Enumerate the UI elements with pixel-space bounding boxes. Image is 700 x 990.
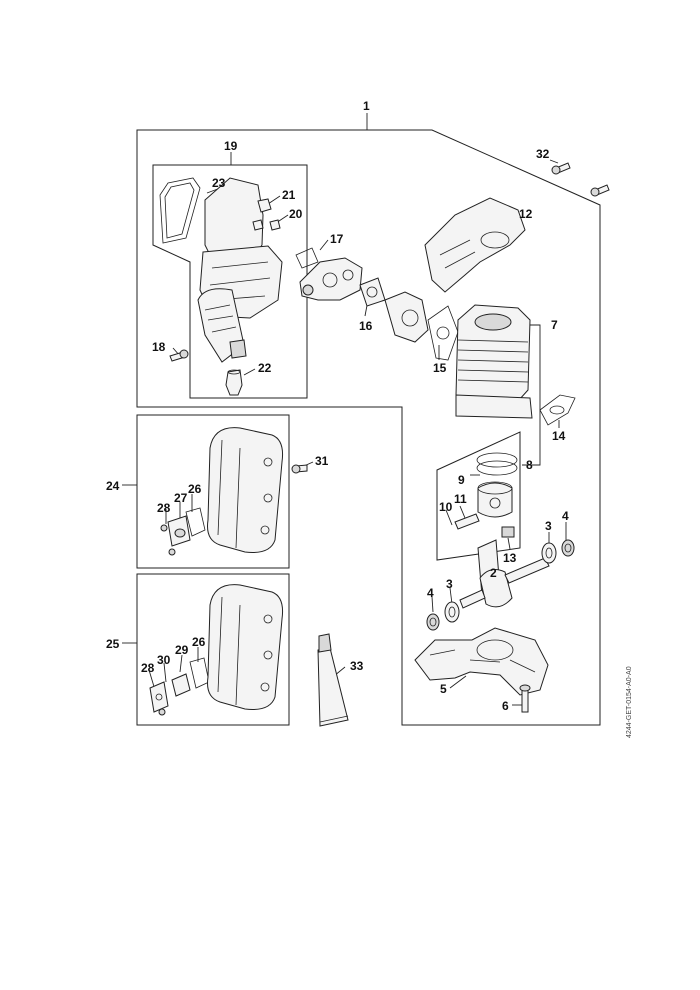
label-6: 6 [502,699,509,713]
muffler-24 [207,427,283,553]
carburetor [295,247,363,301]
air-filter-gasket [159,177,201,244]
air-filter-group-frame [152,164,308,399]
label-5: 5 [440,682,447,696]
gasket-26a [185,507,206,537]
label-26a: 26 [188,482,202,496]
bearing-3b [444,601,460,623]
air-filter-housing [197,177,283,363]
label-11: 11 [454,492,467,506]
screw-31 [291,464,308,474]
label-9: 9 [458,473,465,487]
cylinder [455,304,533,419]
label-24: 24 [106,479,120,493]
label-15: 15 [433,361,447,375]
label-29: 29 [175,643,189,657]
label-4a: 4 [562,509,569,523]
label-25: 25 [106,637,120,651]
piston [477,481,513,518]
part-labels: 1 19 23 21 20 17 18 22 16 15 12 7 14 8 9… [106,99,569,713]
label-8: 8 [526,458,533,472]
label-28a: 28 [157,501,171,515]
label-3a: 3 [545,519,552,533]
label-16: 16 [359,319,373,333]
screw-18 [169,349,189,362]
lubricant-tube [317,633,349,727]
screw-32 [551,162,610,197]
label-22: 22 [258,361,272,375]
label-4b: 4 [427,586,434,600]
cylinder-shroud [424,197,526,293]
label-17: 17 [330,232,344,246]
part-29 [171,673,191,697]
document-reference: 4244-GET-0154-A0-A0 [626,666,633,738]
plug-20 [252,219,281,231]
seal-4b [426,613,440,631]
muffler-group-frame-25 [136,573,290,726]
needle-cage [501,526,515,538]
label-12: 12 [519,207,533,221]
label-31: 31 [315,454,329,468]
valve-22 [225,369,243,396]
piston-rings [476,452,518,476]
screw-28a [160,524,176,556]
label-21: 21 [282,188,296,202]
screw-6 [519,684,531,713]
label-10: 10 [439,500,453,514]
label-23: 23 [212,176,226,190]
label-20: 20 [289,207,303,221]
label-13: 13 [503,551,517,565]
muffler-group-frame-24 [136,414,290,569]
gasket-14 [539,394,576,426]
piston-pin [454,513,480,530]
crankshaft [459,539,550,609]
gasket-26b [189,657,210,689]
label-19: 19 [224,139,238,153]
label-32: 32 [536,147,550,161]
label-30: 30 [157,653,171,667]
label-14: 14 [552,429,566,443]
seal-4a [561,539,575,557]
crankcase [414,627,549,696]
label-27: 27 [174,491,188,505]
main-assembly-frame [136,129,601,726]
spark-arrestor-27 [167,515,191,547]
gasket-15 [427,305,459,361]
intake-flange [359,277,429,343]
part-30 [149,681,169,713]
plug-21 [257,198,272,213]
label-18: 18 [152,340,166,354]
label-33: 33 [350,659,364,673]
label-26b: 26 [192,635,206,649]
label-1: 1 [363,99,370,113]
bearing-3a [541,542,557,564]
label-3b: 3 [446,577,453,591]
piston-group-frame [436,431,521,561]
muffler-25 [207,584,283,710]
label-7: 7 [551,318,558,332]
label-28b: 28 [141,661,155,675]
label-2: 2 [490,566,497,580]
